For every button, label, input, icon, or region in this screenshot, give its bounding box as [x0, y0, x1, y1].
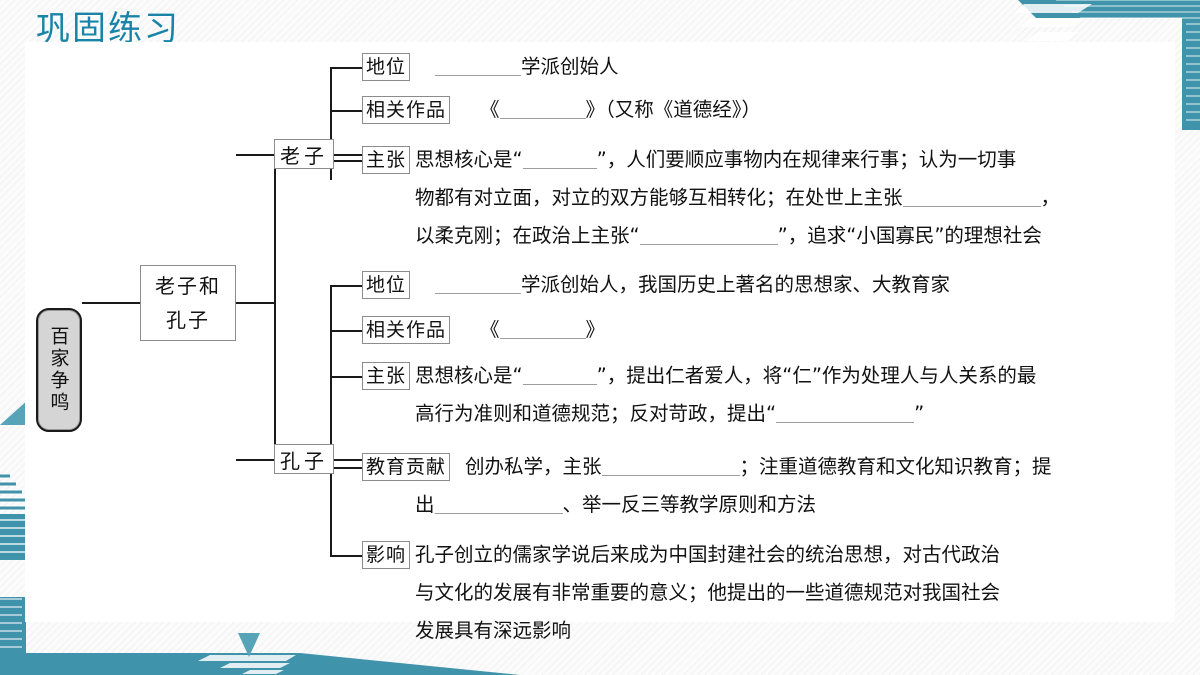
connector-laozi-subspine — [330, 67, 332, 180]
laozi-claims-l2a: 物都有对立面，对立的双方能够互相转化；在处世上主张 — [415, 186, 903, 209]
connector-kongzi-subspine — [330, 285, 332, 555]
kongzi-claims-l1b: ”，提出仁者爱人，将“仁”作为处理人与人关系的最 — [596, 364, 1037, 387]
caption-kongzi-education: 教育贡献 — [362, 453, 451, 481]
kongzi-education-line2: 出 、举一反三等教学原则和方法 — [415, 486, 816, 524]
laozi-claims-l2b: ， — [1040, 186, 1061, 209]
kongzi-claims-line1: 思想核心是“ ”，提出仁者爱人，将“仁”作为处理人与人关系的最 — [415, 357, 1036, 395]
connector-kongzi-item-4 — [330, 467, 362, 469]
kongzi-edu-l2b: 、举一反三等教学原则和方法 — [562, 493, 817, 516]
kongzi-works-close: 》 — [585, 318, 606, 341]
node-laozi-and-kongzi-line2: 孔子 — [166, 308, 210, 332]
node-baijiazhengming[interactable]: 百家争鸣 — [36, 308, 82, 432]
caption-laozi-status: 地位 — [362, 53, 411, 81]
laozi-works-close: 》（又称《道德经》） — [585, 98, 762, 121]
kongzi-works-text: 《》 — [480, 311, 605, 349]
laozi-claims-line3: 以柔克刚；在政治上主张“ ”，追求“小国寡民”的理想社会 — [415, 217, 1042, 255]
node-laozi-and-kongzi-line1: 老子和 — [155, 274, 221, 298]
kongzi-claims-l1a: 思想核心是“ — [415, 364, 523, 387]
caption-kongzi-claims: 主张 — [362, 362, 411, 390]
kongzi-edu-l1a: 创办私学，主张 — [465, 455, 602, 478]
laozi-claims-line2: 物都有对立面，对立的双方能够互相转化；在处世上主张 ， — [415, 179, 1060, 217]
kongzi-influence-line2: 与文化的发展有非常重要的意义；他提出的一些道德规范对我国社会 — [415, 581, 1001, 604]
laozi-status-post: 学派创始人 — [521, 55, 619, 78]
kongzi-influence-line3: 发展具有深远影响 — [415, 619, 572, 642]
connector-laozi-item-2 — [330, 110, 362, 112]
laozi-claims-l3b: ”，追求“小国寡民”的理想社会 — [777, 224, 1042, 247]
kongzi-works-open: 《 — [480, 318, 500, 341]
kongzi-edu-l2a: 出 — [415, 493, 435, 516]
connector-laozi-out — [334, 154, 362, 156]
blank-laozi-works[interactable] — [499, 118, 586, 119]
laozi-works-text: 《 》（又称《道德经》） — [480, 91, 761, 129]
kongzi-influence-line1: 孔子创立的儒家学说后来成为中国封建社会的统治思想，对古代政治 — [415, 543, 1001, 566]
connector-laozi-item-3 — [330, 160, 362, 162]
connector-root-main — [82, 302, 140, 304]
caption-laozi-claims: 主张 — [362, 146, 411, 174]
connector-kongzi-item-5 — [330, 555, 362, 557]
bottom-triangle-decoration — [238, 633, 260, 657]
kongzi-edu-l1b: ；注重道德教育和文化知识教育；提 — [739, 455, 1052, 478]
laozi-status-text: 学派创始人 — [435, 48, 619, 86]
blank-laozi-claims-1[interactable] — [522, 168, 597, 169]
kongzi-education-line1: 创办私学，主张 ；注重道德教育和文化知识教育；提 — [465, 448, 1052, 486]
kongzi-status-post: 学派创始人，我国历史上著名的思想家、大教育家 — [521, 273, 951, 296]
kongzi-claims-line2: 高行为准则和道德规范；反对苛政，提出“ ” — [415, 395, 924, 433]
caption-laozi-works: 相关作品 — [362, 96, 451, 124]
connector-main-spine — [236, 302, 274, 304]
content-panel: 百家争鸣 老子和 孔子 老子 孔子 地位 学派创始人 相关作品 《 》（又称《道德… — [25, 42, 1175, 642]
laozi-claims-l1b: ”，人们要顺应事物内在规律来行事；认为一切事 — [596, 148, 1017, 171]
connector-spine-kongzi — [236, 459, 274, 461]
node-kongzi[interactable]: 孔子 — [274, 444, 334, 474]
connector-kongzi-item-2 — [330, 330, 362, 332]
kongzi-status-text: 学派创始人，我国历史上著名的思想家、大教育家 — [435, 266, 950, 304]
connector-kongzi-item-3 — [330, 376, 362, 378]
blank-laozi-status[interactable] — [435, 75, 521, 76]
node-laozi[interactable]: 老子 — [274, 139, 334, 169]
laozi-works-open: 《 — [480, 98, 500, 121]
caption-kongzi-status: 地位 — [362, 271, 411, 299]
right-edge-decoration — [1184, 0, 1200, 675]
kongzi-claims-l2a: 高行为准则和道德规范；反对苛政，提出“ — [415, 402, 777, 425]
blank-kongzi-works[interactable] — [499, 338, 586, 339]
blank-laozi-claims-3[interactable] — [639, 244, 778, 245]
blank-kongzi-status[interactable] — [435, 293, 521, 294]
blank-kongzi-claims-2[interactable] — [776, 422, 915, 423]
node-laozi-and-kongzi[interactable]: 老子和 孔子 — [140, 265, 236, 341]
laozi-claims-l3a: 以柔克刚；在政治上主张“ — [415, 224, 640, 247]
blank-kongzi-edu-2[interactable] — [434, 513, 563, 514]
laozi-claims-line1: 思想核心是“ ”，人们要顺应事物内在规律来行事；认为一切事 — [415, 141, 1016, 179]
connector-spine-vertical — [274, 154, 276, 460]
kongzi-claims-l2b: ” — [914, 402, 925, 425]
laozi-claims-l1a: 思想核心是“ — [415, 148, 523, 171]
connector-kongzi-item-1 — [330, 285, 362, 287]
blank-kongzi-claims-1[interactable] — [522, 384, 597, 385]
connector-laozi-item-1 — [330, 67, 362, 69]
blank-kongzi-edu-1[interactable] — [601, 475, 740, 476]
connector-spine-laozi — [236, 154, 274, 156]
caption-kongzi-influence: 影响 — [362, 541, 411, 569]
blank-laozi-claims-2[interactable] — [902, 206, 1041, 207]
connector-kongzi-out — [334, 459, 362, 461]
caption-kongzi-works: 相关作品 — [362, 316, 451, 344]
mind-map: 百家争鸣 老子和 孔子 老子 孔子 地位 学派创始人 相关作品 《 》（又称《道德… — [25, 42, 1175, 642]
